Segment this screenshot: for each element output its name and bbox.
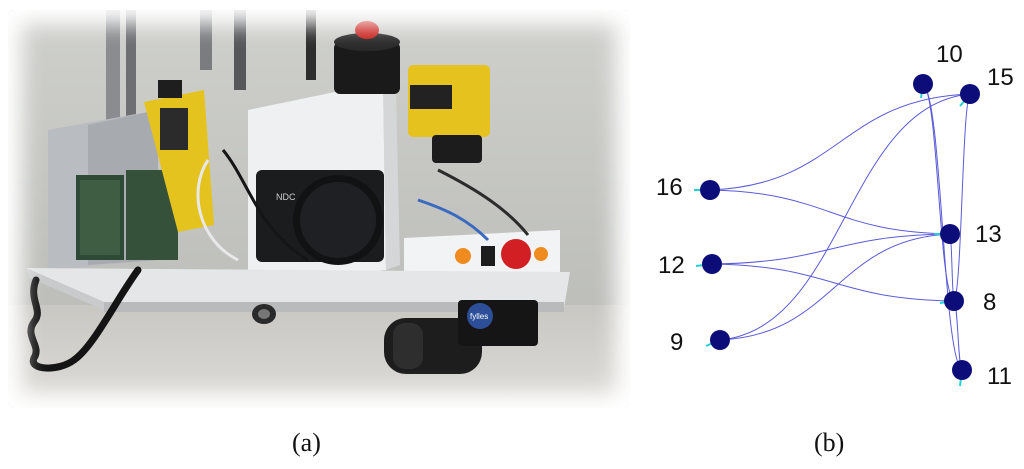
edge-16-13 — [709, 189, 951, 235]
node-label-13: 13 — [975, 221, 1002, 248]
node-16 — [700, 180, 720, 200]
node-9 — [710, 330, 730, 350]
edge-10-11 — [922, 83, 963, 371]
node-label-16: 16 — [656, 174, 683, 201]
edge-16-15 — [709, 93, 971, 191]
edge-10-8 — [922, 83, 955, 302]
caption-a: (a) — [292, 428, 321, 457]
node-label-11: 11 — [987, 363, 1012, 390]
node-label-8: 8 — [983, 289, 996, 316]
node-label-12: 12 — [658, 252, 685, 279]
brand-label: fylles — [470, 312, 488, 321]
node-13 — [940, 224, 960, 244]
node-10 — [913, 74, 933, 94]
controller-label: NDC — [276, 192, 296, 202]
node-8 — [944, 291, 964, 311]
node-11 — [952, 360, 972, 380]
network-graph: 10 15 16 13 12 8 9 11 — [656, 41, 1014, 390]
edge-15-8 — [953, 93, 971, 302]
edge-12-13 — [711, 233, 951, 265]
edge-8-11 — [953, 300, 963, 371]
edge-9-13 — [719, 233, 951, 341]
node-label-10: 10 — [936, 41, 963, 68]
caption-b: (b) — [814, 428, 845, 457]
edge-9-15 — [719, 93, 971, 341]
robot-photo: NDC fylles — [8, 10, 630, 408]
node-15 — [960, 84, 980, 104]
edge-12-8 — [711, 263, 955, 302]
node-label-15: 15 — [987, 64, 1014, 91]
node-label-9: 9 — [670, 329, 683, 356]
node-12 — [702, 254, 722, 274]
edge-13-8 — [949, 233, 955, 302]
